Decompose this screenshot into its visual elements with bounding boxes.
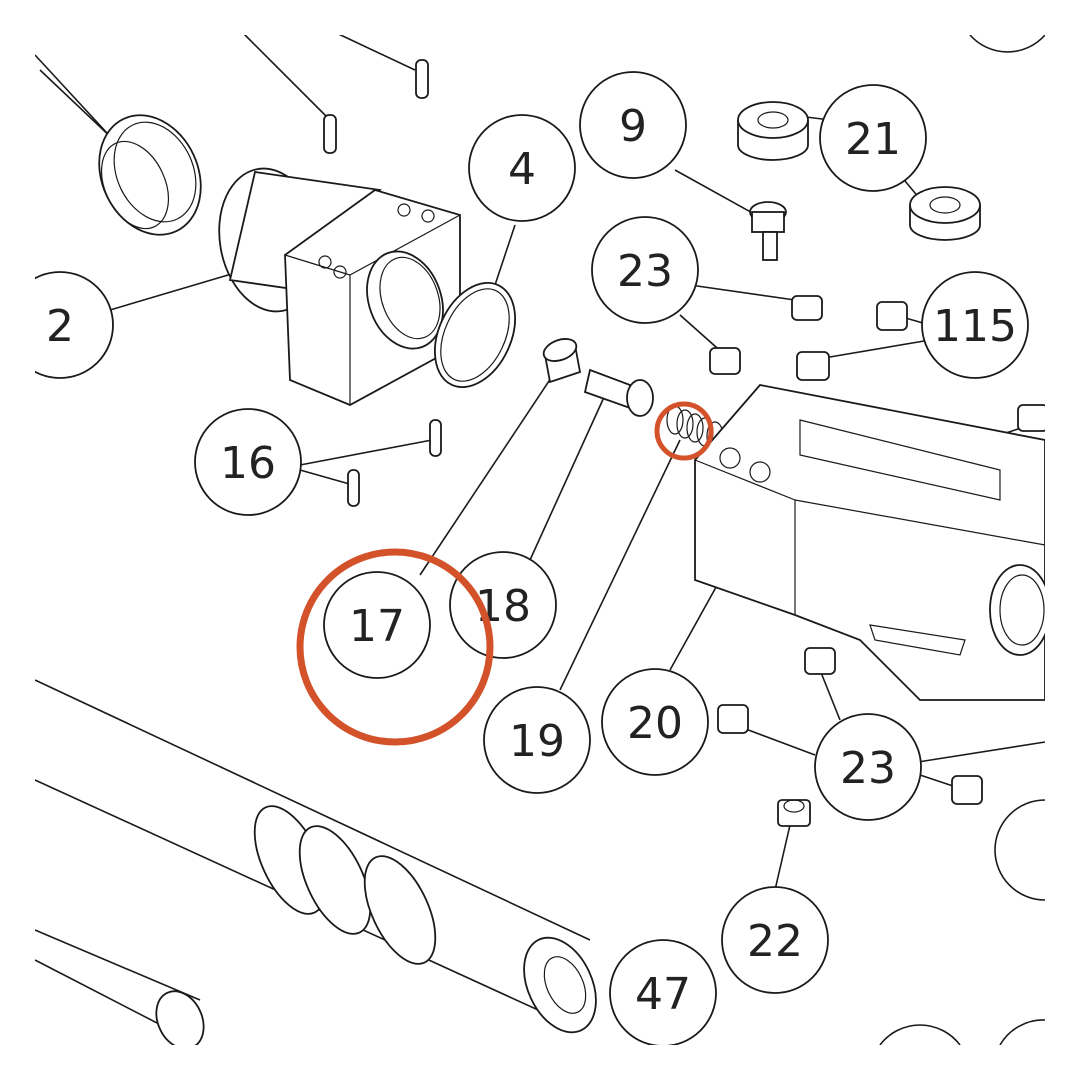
callout-21-label: 21 (845, 114, 901, 165)
leader-lines (34, 29, 1046, 891)
part-bushing-17 (542, 338, 582, 384)
part-pin-18 (583, 368, 654, 417)
callout-2-label: 2 (46, 301, 74, 352)
callout-17-label: 17 (349, 601, 405, 652)
part-nut-22 (777, 799, 811, 827)
callout-23-bottom-label: 23 (840, 743, 896, 794)
callout-19-label: 19 (509, 716, 565, 767)
callout-22: 22 (721, 886, 829, 994)
part-body-20 (694, 384, 1051, 701)
highlight-ring-small (654, 401, 714, 461)
callout-23-top-label: 23 (617, 246, 673, 297)
callout-9: 9 (579, 71, 687, 179)
callout-23-top: 23 (591, 216, 699, 324)
part-pins-top (323, 59, 429, 154)
callouts: 2 4 9 21 23 115 16 18 (0, 34, 1046, 1047)
callout-47-label: 47 (635, 969, 691, 1020)
callout-23-bottom: 23 (814, 713, 922, 821)
highlight-markers (296, 401, 714, 746)
part-o-ring (434, 281, 516, 389)
callout-17: 17 (323, 571, 431, 679)
callout-4-label: 4 (508, 144, 536, 195)
callout-20: 20 (601, 668, 709, 776)
callout-115: 115 (921, 271, 1029, 379)
part-housing (218, 167, 461, 406)
callout-20-label: 20 (627, 698, 683, 749)
callout-19: 19 (483, 686, 591, 794)
callout-115-label: 115 (933, 301, 1017, 352)
callout-16: 16 (194, 408, 302, 516)
callout-9-label: 9 (619, 101, 647, 152)
callout-22-label: 22 (747, 916, 803, 967)
part-seal-ring (98, 114, 202, 236)
callout-4: 4 (468, 114, 576, 222)
part-screw-9 (749, 201, 787, 261)
parts (34, 59, 1051, 1050)
callout-47: 47 (609, 939, 717, 1047)
callout-16-label: 16 (220, 438, 276, 489)
callout-21: 21 (819, 84, 927, 192)
callout-18: 18 (449, 551, 557, 659)
part-shaft-47 (34, 679, 597, 1050)
highlight-ring-large (296, 548, 494, 746)
part-pins-16 (347, 419, 442, 507)
part-bearings-21 (737, 101, 981, 241)
